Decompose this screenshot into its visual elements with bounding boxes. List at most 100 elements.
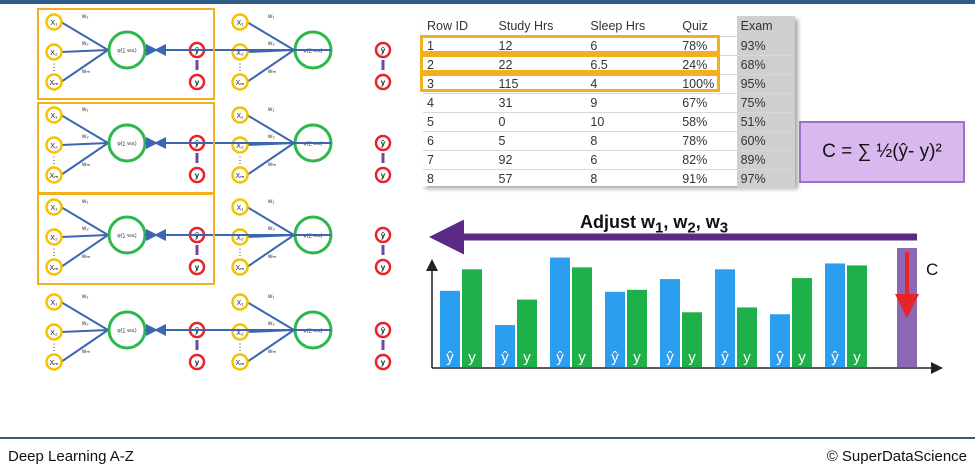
output-node (374, 134, 392, 152)
input-node (231, 13, 249, 31)
bar-label-pred: ŷ (556, 349, 564, 366)
weight-label: wₘ (81, 254, 90, 260)
weight-label: w₁ (81, 107, 88, 113)
weight-label: w₂ (81, 41, 89, 47)
footer-line (0, 437, 975, 439)
cost-function-box: C = ∑ ½(ŷ- y)² (799, 121, 965, 183)
col-exam: Exam (736, 16, 795, 37)
connection-line (60, 206, 109, 236)
cell: 5 (423, 112, 495, 132)
input-label: X₂ (236, 143, 244, 150)
bar-label-actual: y (633, 349, 641, 366)
input-node (45, 73, 63, 91)
cell: 5 (494, 131, 587, 151)
output-node (188, 258, 206, 276)
connection-line (60, 329, 109, 363)
cell: 92 (494, 150, 587, 170)
cell: 75% (736, 93, 795, 113)
output-node (374, 41, 392, 59)
cell: 31 (494, 93, 587, 113)
input-label: X₂ (236, 50, 244, 57)
input-label: X₁ (236, 113, 244, 120)
input-label: X₂ (236, 330, 244, 337)
bar-pred-2 (495, 324, 515, 367)
input-label: X₁ (236, 300, 244, 307)
output-node (374, 321, 392, 339)
input-node (231, 73, 249, 91)
cell: 60% (736, 131, 795, 151)
col-study-hrs: Study Hrs (494, 16, 587, 37)
weight-label: wₘ (81, 69, 90, 75)
output-label: ŷ (381, 231, 386, 240)
input-node (231, 258, 249, 276)
top-bar (0, 0, 975, 4)
cell: 68% (736, 55, 795, 75)
cell: 6 (586, 150, 679, 170)
weight-label: w₂ (267, 226, 275, 232)
input-label: Xₘ (235, 80, 244, 87)
input-node (45, 228, 63, 246)
bar-label-actual: y (743, 349, 751, 366)
output-node (374, 258, 392, 276)
input-label: X₁ (236, 20, 244, 27)
adjust-sub-2: 2 (687, 219, 696, 237)
row-highlight-2 (420, 54, 720, 73)
cell: 97% (736, 169, 795, 189)
input-node (45, 323, 63, 341)
input-node (45, 136, 63, 154)
input-label: X₂ (50, 50, 58, 57)
input-label: X₁ (50, 113, 58, 120)
output-label: ŷ (381, 139, 386, 148)
cell: 51% (736, 112, 795, 132)
output-node (374, 73, 392, 91)
connection-line (60, 49, 109, 53)
bar-label-actual: y (578, 349, 586, 366)
input-node (231, 293, 249, 311)
input-node (231, 43, 249, 61)
bar-label-pred: ŷ (666, 349, 674, 366)
output-node (374, 166, 392, 184)
input-node (231, 136, 249, 154)
ellipsis-icon: ⋮ (236, 62, 245, 72)
input-node (231, 198, 249, 216)
input-node (45, 43, 63, 61)
adjust-weights-label: Adjust w1, w2, w3 (580, 212, 729, 237)
connection-line (246, 206, 295, 236)
weight-label: w₁ (81, 199, 88, 205)
weight-label: wₘ (267, 69, 276, 75)
cell: 10 (586, 112, 679, 132)
cell: 6 (423, 131, 495, 151)
input-label: Xₘ (49, 80, 58, 87)
connection-line (246, 21, 295, 51)
ellipsis-icon: ⋮ (236, 247, 245, 257)
col-quiz: Quiz (678, 16, 737, 37)
cell: 4 (423, 93, 495, 113)
weight-label: w₂ (267, 321, 275, 327)
bar-actual-5 (682, 312, 702, 367)
bar-pred-5 (660, 279, 680, 367)
bar-actual-8 (847, 265, 867, 367)
neuron-label: φ(∑ wᵢxᵢ) (117, 48, 137, 54)
cell: 0 (494, 112, 587, 132)
input-label: X₁ (236, 205, 244, 212)
cell: 7 (423, 150, 495, 170)
output-node (374, 353, 392, 371)
cell: 58% (678, 112, 737, 132)
cell: 9 (586, 93, 679, 113)
cell: 91% (678, 169, 737, 189)
input-label: X₁ (50, 300, 58, 307)
bar-pred-4 (605, 291, 625, 367)
bar-pred-7 (770, 314, 790, 367)
connection-line (246, 49, 295, 83)
cell: 8 (423, 169, 495, 189)
cell: 95% (736, 74, 795, 94)
weight-label: w₁ (267, 199, 274, 205)
input-label: Xₘ (235, 265, 244, 272)
cell: 89% (736, 150, 795, 170)
weight-label: w₂ (81, 134, 89, 140)
cell: 8 (586, 169, 679, 189)
bar-label-pred: ŷ (776, 349, 784, 366)
